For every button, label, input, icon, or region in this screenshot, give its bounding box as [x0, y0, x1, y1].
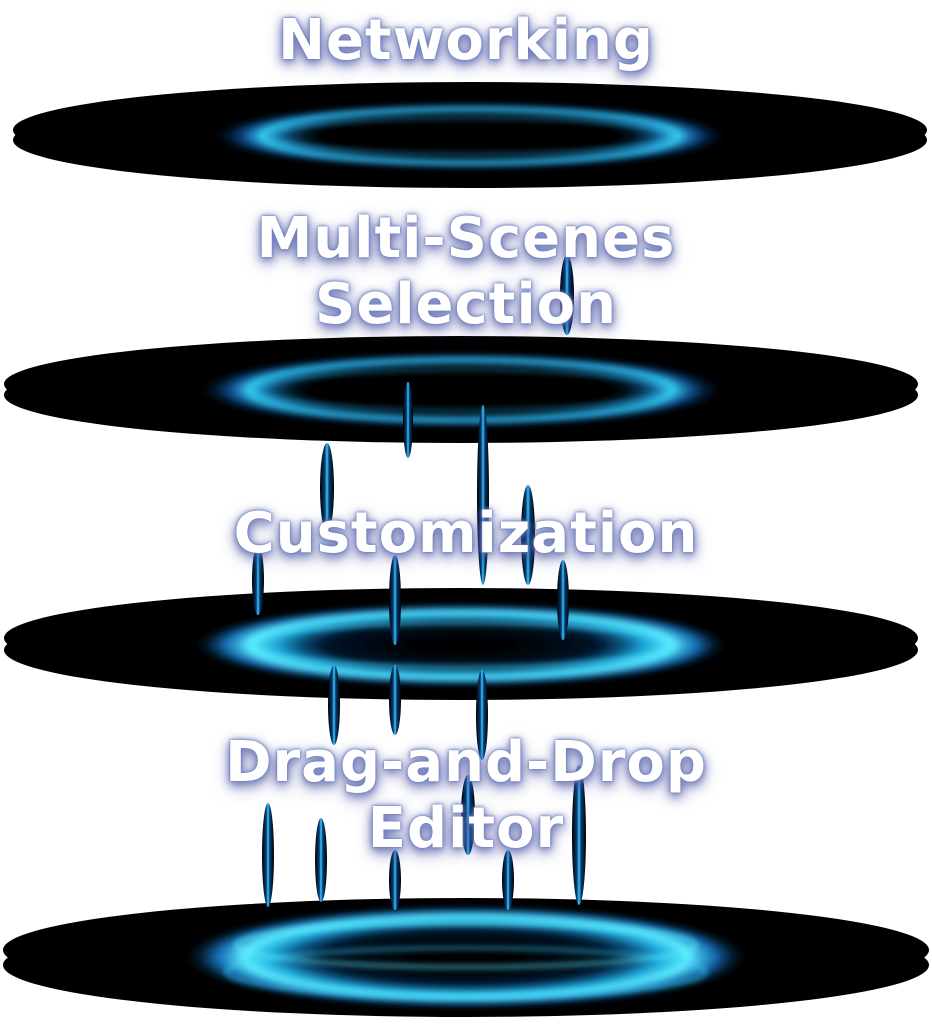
light-beam — [315, 818, 327, 902]
level-label-line: Multi-Scenes — [256, 206, 676, 271]
disc-level-1 — [13, 82, 927, 188]
level-label-line: Editor — [367, 796, 565, 861]
level-label-line: Selection — [315, 272, 617, 337]
light-beam — [320, 443, 334, 533]
level-label-networking: Networking — [0, 8, 932, 74]
light-beam — [572, 765, 586, 905]
light-beam — [560, 255, 574, 335]
level-label-customization: Customization — [0, 501, 932, 567]
light-beam — [328, 665, 340, 745]
light-beam — [252, 545, 264, 615]
light-beam — [477, 405, 489, 585]
light-beam — [521, 485, 535, 585]
level-label-line: Drag-and-Drop — [225, 730, 707, 795]
light-beam — [403, 382, 413, 458]
light-beam — [389, 850, 401, 910]
light-beam — [389, 555, 401, 645]
light-beam — [502, 850, 514, 910]
light-beams — [252, 255, 586, 910]
level-label-line: Networking — [278, 8, 654, 73]
light-beam — [557, 560, 569, 640]
level-label-line: Customization — [233, 501, 699, 566]
disc-level-3 — [4, 588, 918, 700]
disc-level-2 — [4, 336, 918, 443]
light-beam — [262, 803, 274, 907]
light-beam — [389, 665, 401, 735]
light-beam — [476, 670, 488, 760]
disc-level-4 — [3, 898, 929, 1017]
level-label-drag-and-drop-editor: Drag-and-Drop Editor — [0, 730, 932, 862]
level-label-multi-scenes-selection: Multi-Scenes Selection — [0, 206, 932, 338]
light-beam — [461, 775, 475, 855]
